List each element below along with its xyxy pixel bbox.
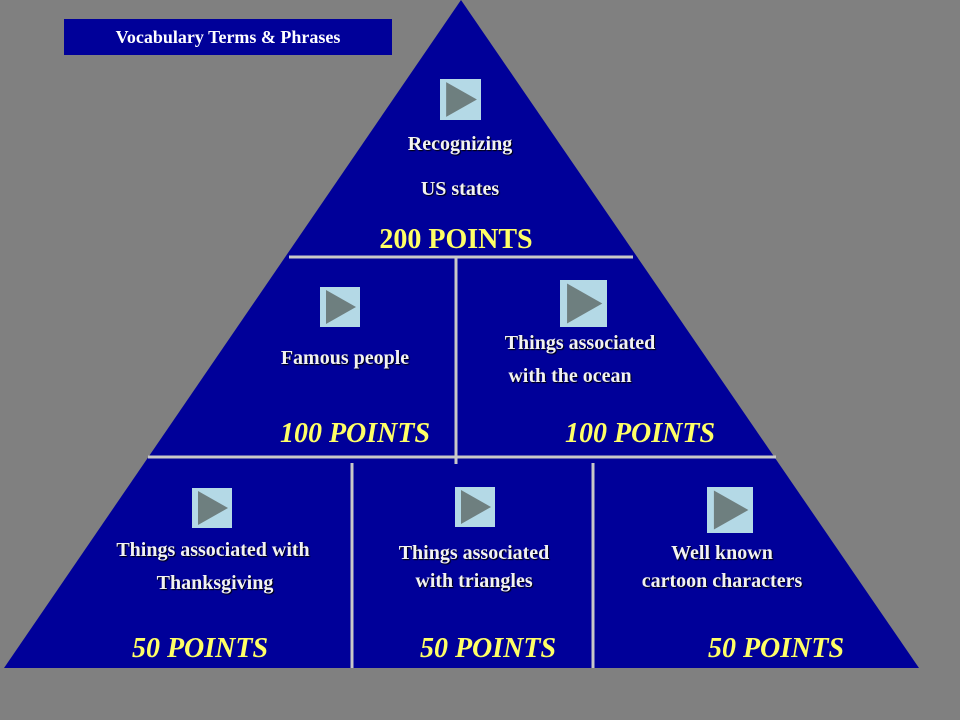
points-bottom-left: 50 POINTS: [131, 633, 269, 664]
points-middle-right: 100 POINTS: [564, 418, 716, 449]
play-button-bottom-right[interactable]: [707, 487, 753, 533]
play-icon: [446, 82, 477, 117]
play-button-middle-right[interactable]: [560, 280, 607, 327]
label-bottom-left-line2: Thanksgiving: [156, 572, 274, 594]
points-bottom-right: 50 POINTS: [707, 633, 845, 664]
points-middle-left: 100 POINTS: [279, 418, 431, 449]
play-button-bottom-left[interactable]: [192, 488, 232, 528]
play-button-top[interactable]: [440, 79, 481, 120]
label-bottom-right-line2: cartoon characters: [641, 570, 803, 592]
label-bottom-left-line1: Things associated with: [116, 539, 310, 561]
label-middle-right-line1: Things associated: [504, 332, 656, 354]
header-title: Vocabulary Terms & Phrases: [64, 19, 392, 55]
pyramid-triangle: [4, 0, 919, 668]
label-bottom-middle-line2: with triangles: [415, 570, 533, 592]
label-bottom-middle-line1: Things associated: [398, 542, 550, 564]
label-middle-left: Famous people: [280, 347, 410, 369]
points-bottom-middle: 50 POINTS: [419, 633, 557, 664]
play-icon: [461, 490, 491, 524]
play-icon: [713, 490, 749, 530]
play-icon: [567, 283, 603, 324]
play-button-middle-left[interactable]: [320, 287, 360, 327]
label-top-line1: Recognizing: [407, 133, 513, 155]
label-bottom-right-line1: Well known: [671, 542, 773, 564]
play-icon: [326, 290, 356, 324]
points-top: 200 POINTS: [379, 224, 533, 255]
play-button-bottom-middle[interactable]: [455, 487, 495, 527]
label-middle-right-line2: with the ocean: [508, 365, 632, 387]
play-icon: [198, 491, 228, 525]
label-top-line2: US states: [420, 178, 500, 200]
